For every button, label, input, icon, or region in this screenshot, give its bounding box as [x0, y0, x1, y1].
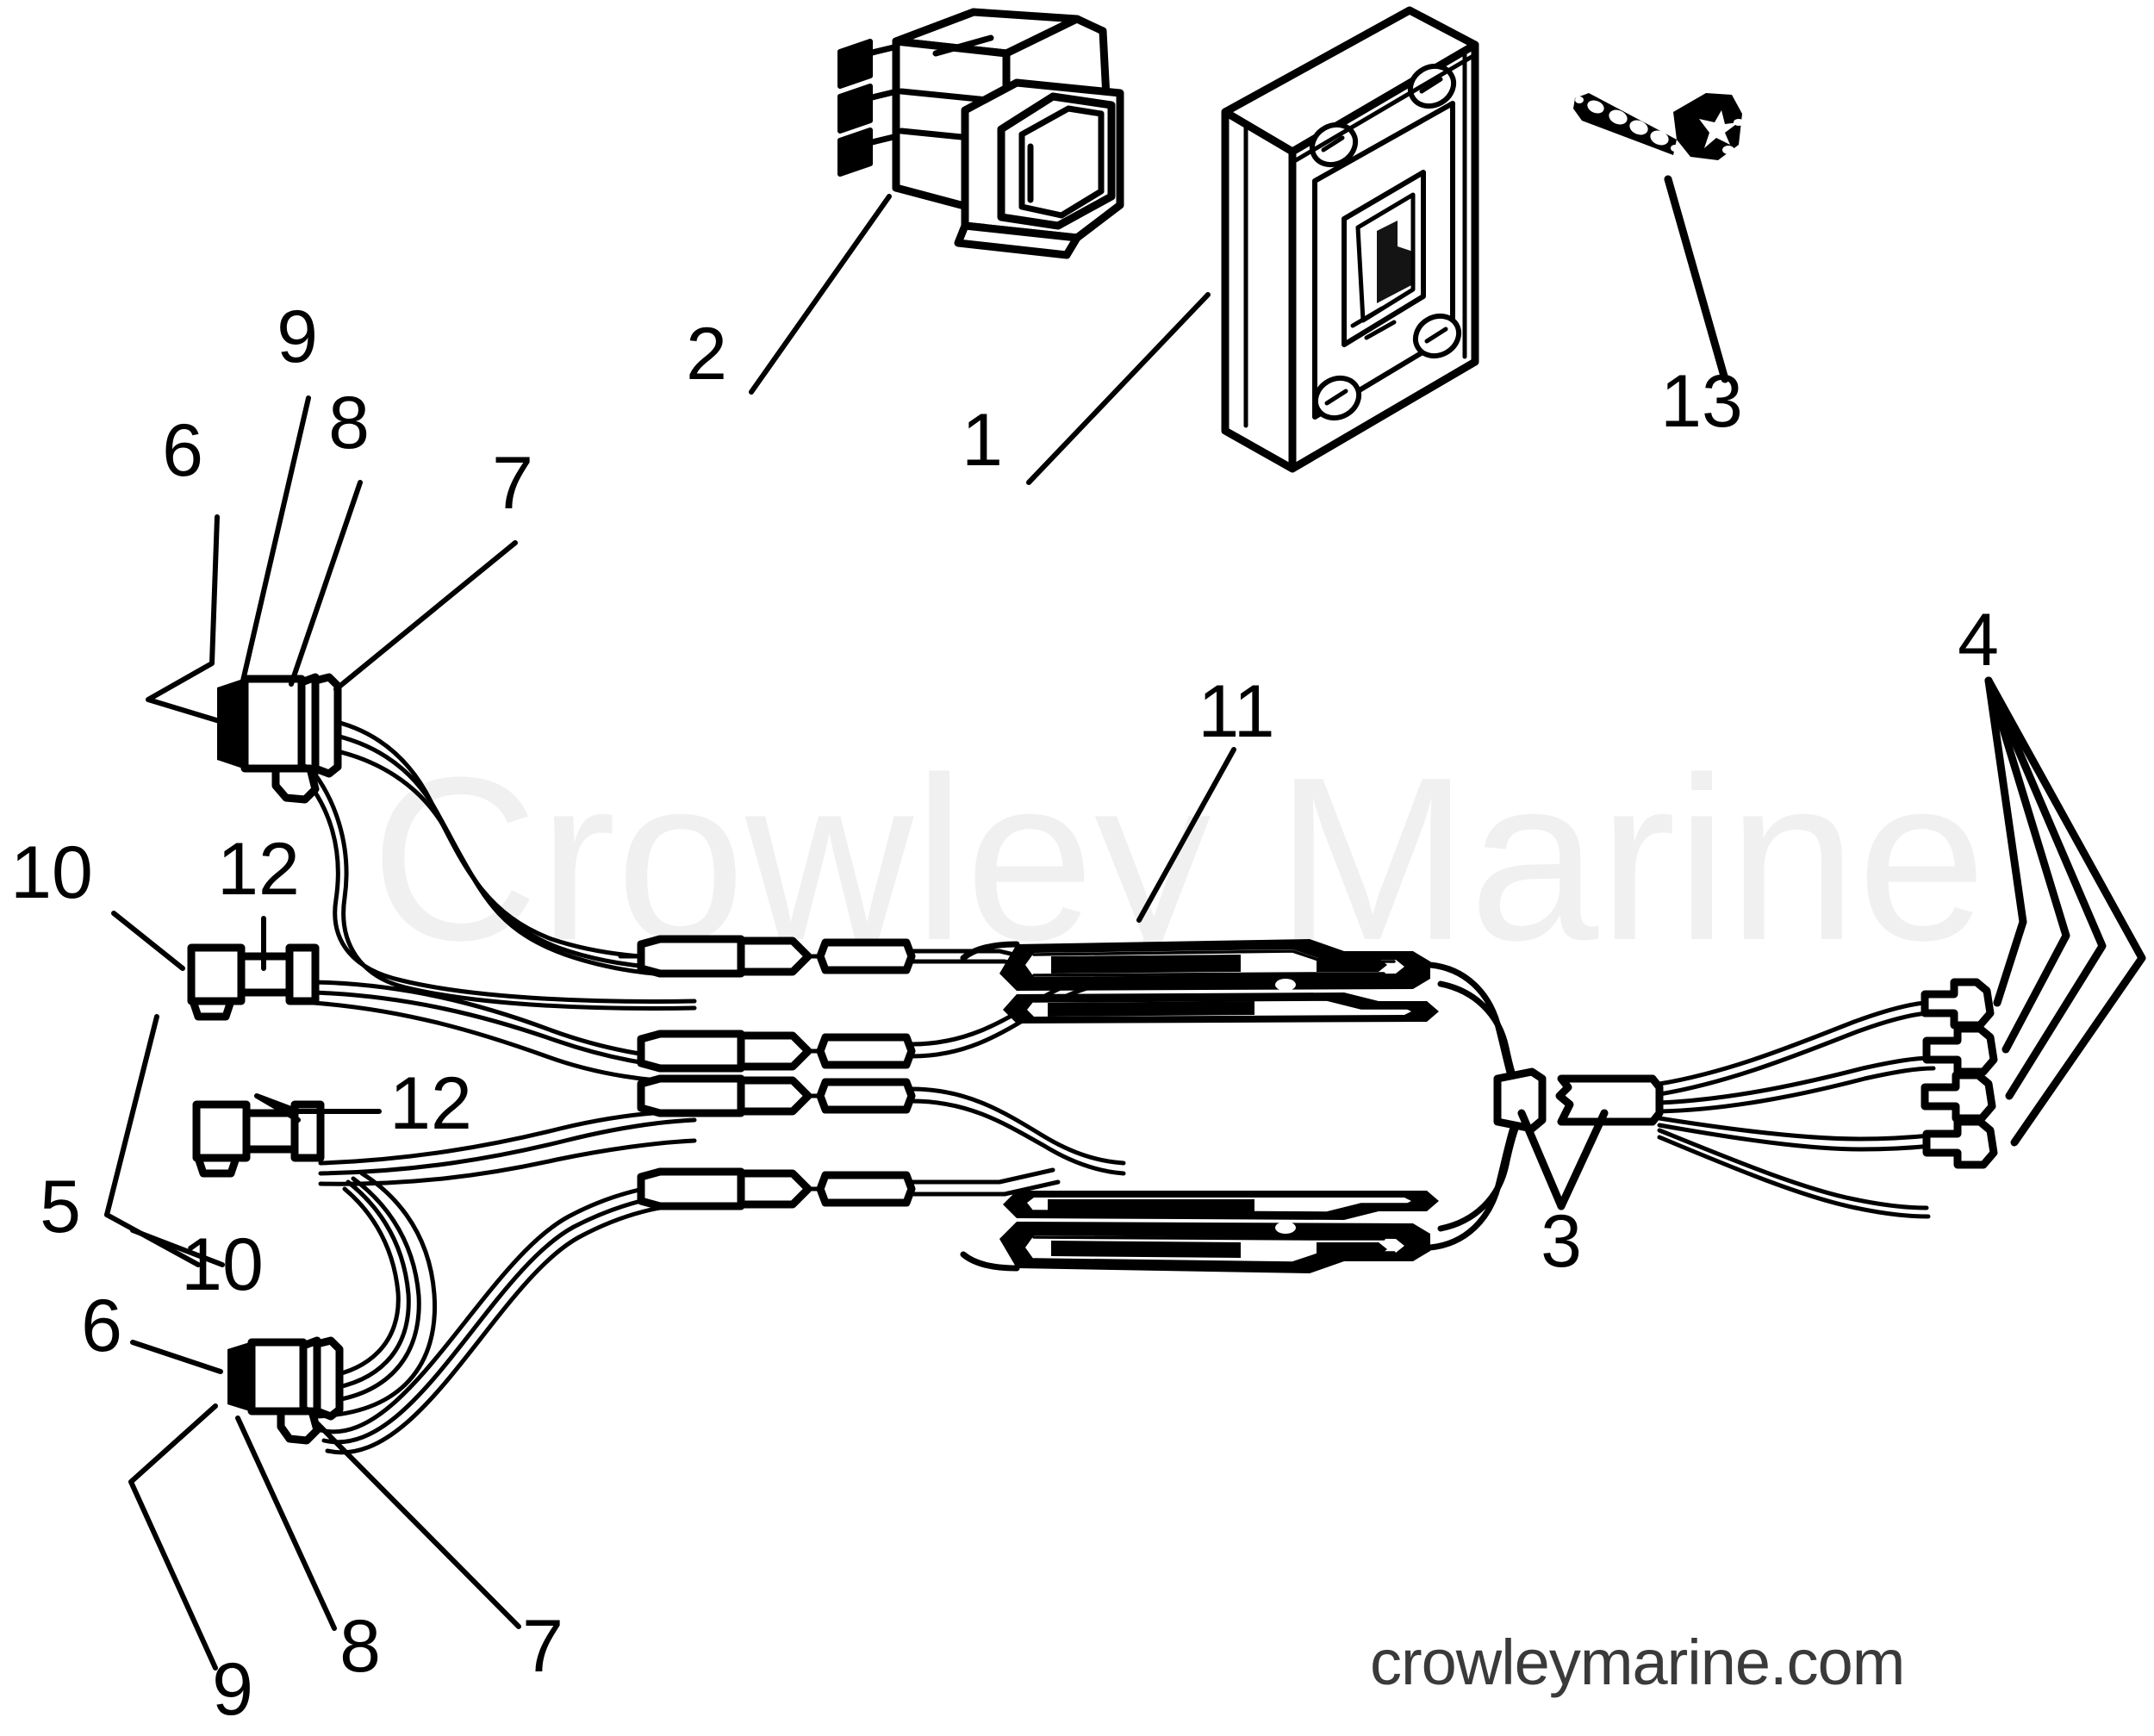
leader-line-9-lower: [128, 1403, 218, 1671]
leader-line-1: [1026, 292, 1211, 485]
callout-9-lower: 9: [212, 1648, 253, 1731]
callout-7-upper: 7: [492, 442, 533, 525]
callout-6-upper: 6: [162, 409, 203, 492]
callout-8-lower: 8: [339, 1605, 381, 1688]
wire-sleeve-left: [1493, 1067, 1547, 1133]
leader-line-8-lower: [235, 1416, 337, 1631]
mounting-screw-illustration: [1573, 93, 1744, 160]
callout-8-upper: 8: [328, 382, 370, 464]
connector-mid-upper: [187, 943, 320, 1021]
connector-bottom-left: [227, 1336, 344, 1445]
leader-line-8-upper: [289, 480, 363, 687]
callout-1: 1: [962, 399, 1003, 482]
wire-sleeve-right: [1555, 1074, 1664, 1126]
rocker-switch-illustration: [837, 8, 1124, 259]
callout-2: 2: [686, 313, 727, 395]
mounting-bezel-illustration: [1221, 6, 1479, 473]
leader-line-6-upper: [146, 514, 225, 725]
callout-9-upper: 9: [277, 296, 318, 378]
callout-10-upper: 10: [10, 831, 93, 914]
leader-line-9-upper: [235, 395, 311, 706]
leader-line-11: [1136, 747, 1236, 923]
connector-mid-lower: [192, 1100, 325, 1178]
wire-harness-illustration: [104, 395, 2146, 1671]
callout-12-lower: 12: [389, 1062, 472, 1145]
connector-upper-left: [217, 673, 342, 804]
callout-12-upper: 12: [217, 828, 300, 911]
callout-6-lower: 6: [81, 1285, 122, 1367]
leader-line-2: [749, 194, 892, 395]
callout-11: 11: [1198, 670, 1274, 753]
leader-line-13: [1664, 175, 1729, 383]
callout-10-lower: 10: [181, 1223, 264, 1306]
callout-13: 13: [1660, 360, 1743, 443]
callout-4: 4: [1958, 599, 1999, 681]
leader-line-10-lower: [130, 1228, 225, 1267]
leader-line-6-lower: [130, 1340, 223, 1374]
leader-line-7-lower: [314, 1421, 521, 1629]
site-url-text: crowleymarine.com: [1370, 1627, 1904, 1698]
leader-line-7-upper: [333, 540, 518, 692]
leader-line-12-lower: [254, 1093, 382, 1123]
leader-line-10-upper: [111, 911, 185, 971]
callout-7-lower: 7: [522, 1605, 563, 1688]
callout-5: 5: [40, 1166, 81, 1248]
callout-3: 3: [1541, 1200, 1582, 1283]
ring-terminals-group: [1921, 978, 1998, 1169]
